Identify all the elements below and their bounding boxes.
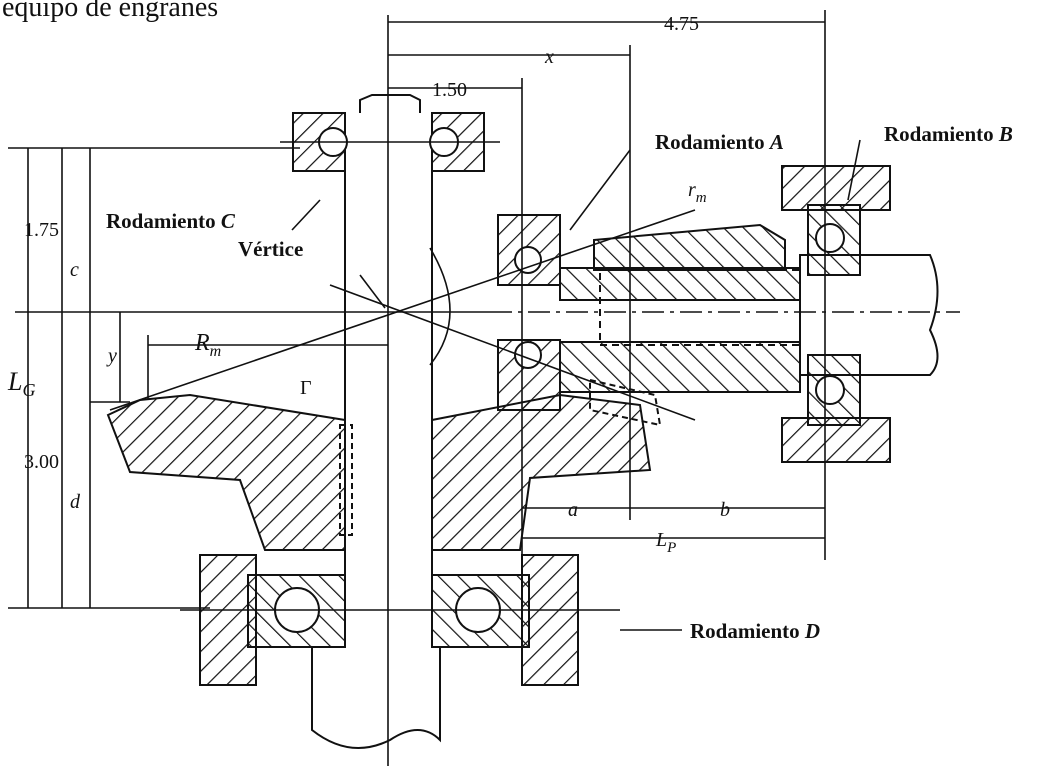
dimension-lines (8, 10, 861, 631)
pitch-cone-lines (15, 209, 696, 421)
offset-dimension: 1.50 (432, 79, 467, 101)
bearing-d-label: Rodamiento D (690, 619, 820, 643)
top-height-dimension: 1.75 (24, 219, 59, 241)
overall-width-dimension: 4.75 (664, 13, 699, 35)
bearing-c (280, 94, 500, 172)
bearing-b-label: Rodamiento B (884, 122, 1013, 146)
d-dimension: d (70, 491, 81, 513)
y-dimension: y (106, 345, 117, 367)
gear-body (106, 393, 652, 551)
vertical-shaft (311, 15, 441, 766)
gamma-angle-label: Γ (300, 377, 312, 399)
lp-dimension: LP (655, 529, 676, 556)
apex-label: Vértice (238, 237, 303, 261)
bearing-b (781, 165, 891, 463)
x-dimension: x (544, 46, 554, 68)
c-dimension: c (70, 259, 79, 281)
figure-caption: equipo de engranes (2, 0, 219, 23)
rm-dimension: Rm (194, 330, 221, 360)
pinion-assembly (490, 223, 960, 427)
bearing-a-label: Rodamiento A (655, 130, 784, 154)
bearing-d (180, 554, 620, 686)
bottom-height-dimension: 3.00 (24, 451, 59, 473)
lg-dimension: LG (7, 367, 35, 400)
rm-small-dimension: rm (688, 179, 707, 206)
bearing-c-label: Rodamiento C (106, 209, 236, 233)
b-dimension: b (720, 499, 730, 521)
a-dimension: a (568, 499, 578, 521)
